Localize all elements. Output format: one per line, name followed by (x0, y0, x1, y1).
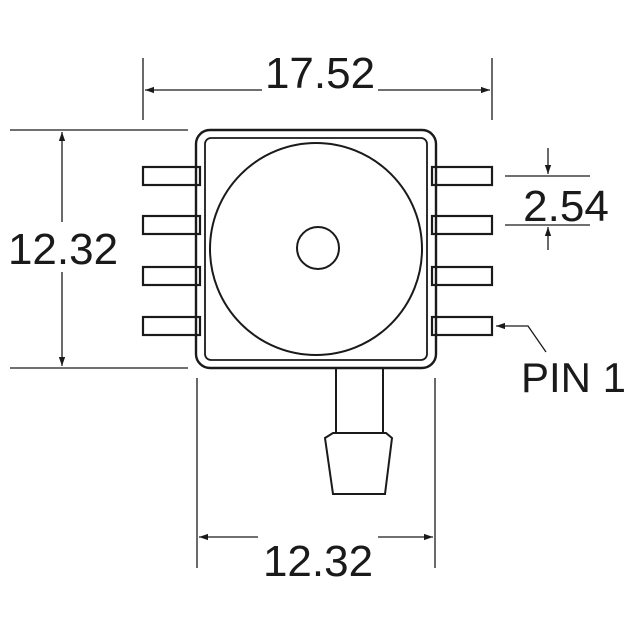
pin-pitch-dimension: 2.54 (505, 148, 609, 250)
package-body-outer (194, 128, 438, 370)
sensor-diaphragm (209, 142, 423, 356)
right-pins (430, 165, 494, 337)
pin-left-3 (141, 265, 202, 287)
body-width-label: 12.32 (263, 537, 373, 586)
pressure-port-tube (323, 368, 394, 495)
overall-width-label: 17.52 (265, 49, 375, 98)
pin-right-1 (430, 165, 494, 187)
left-pins (141, 165, 202, 337)
body-width-dimension: 12.32 (196, 378, 436, 586)
pin1-callout: PIN 1 (496, 322, 626, 401)
pin-left-2 (141, 214, 202, 236)
pin-right-2 (430, 214, 494, 236)
pin-left-4 (141, 315, 202, 337)
body-height-dimension: 12.32 (8, 129, 188, 369)
body-height-label: 12.32 (8, 225, 118, 274)
pin1-label: PIN 1 (521, 354, 626, 401)
pressure-port-hole (296, 226, 340, 270)
overall-width-dimension: 17.52 (142, 49, 493, 120)
pin-right-4 (430, 315, 494, 337)
package-body-inner (204, 137, 428, 361)
pin-pitch-label: 2.54 (523, 182, 609, 231)
pin-left-1 (141, 165, 202, 187)
pin-right-3 (430, 265, 494, 287)
